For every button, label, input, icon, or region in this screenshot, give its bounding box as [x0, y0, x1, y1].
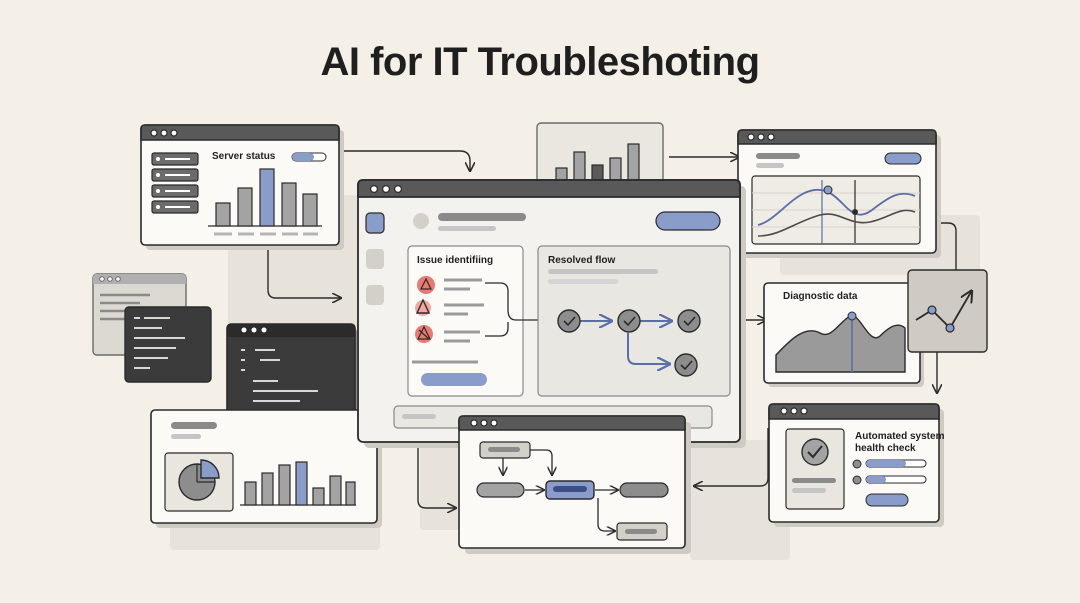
server-bar-chart — [208, 168, 322, 227]
issue-identifying-label: Issue identifiing — [417, 255, 494, 266]
server-rack-icon — [151, 152, 199, 214]
analytics-dashboard-card — [150, 409, 382, 528]
pie-chart-icon — [178, 459, 220, 501]
window-controls-icon — [150, 129, 178, 137]
trend-chart-window — [737, 129, 941, 258]
warning-icon — [415, 298, 431, 316]
health-check-window — [768, 403, 944, 527]
terminal-card-small — [124, 306, 212, 383]
trend-arrow-card — [907, 269, 988, 353]
checkmark-badge-icon — [801, 438, 829, 466]
error-icon — [415, 325, 433, 343]
diagnostic-data-label: Diagnostic data — [783, 291, 858, 302]
main-troubleshooting-window — [357, 179, 746, 448]
resolved-flow-label: Resolved flow — [548, 255, 616, 266]
server-status-label: Server status — [212, 151, 276, 162]
page-title: AI for IT Troubleshoting — [320, 40, 760, 84]
health-check-label-line1: Automated system — [855, 431, 945, 442]
check-icon — [557, 309, 701, 377]
flowchart-window — [458, 415, 691, 554]
diagnostic-data-window — [763, 282, 924, 387]
server-status-panel — [140, 124, 344, 250]
health-check-label-line2: health check — [855, 443, 916, 454]
alert-icon — [417, 276, 435, 294]
top-bar-chart-card — [536, 122, 664, 184]
